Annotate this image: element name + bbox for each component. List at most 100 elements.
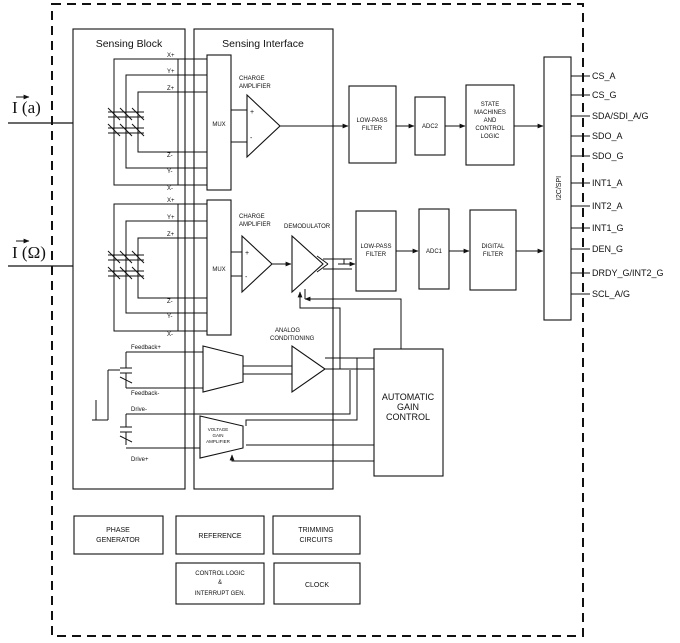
i2c-spi-label: I2C/SPI: [556, 176, 563, 200]
clock-label: CLOCK: [305, 582, 329, 589]
reference: [175, 515, 265, 555]
drive-sensor: Feedback+ Feedback- Drive- Drive+: [92, 345, 180, 463]
feedback-plus: Feedback+: [131, 345, 161, 351]
accel-sensor: X+ Y+ Z+ Z- Y- X-: [107, 53, 207, 192]
accel-lbl-2: Z+: [167, 86, 175, 92]
accel-lbl-0: X+: [167, 53, 175, 59]
chip-boundary: [51, 3, 584, 637]
charge-amp-gyro-label-1: CHARGE: [239, 214, 265, 220]
charge-amp-accel: [246, 93, 281, 159]
df-l2: FILTER: [483, 252, 504, 258]
vga-l2: GAIN: [212, 433, 223, 438]
sensing-block: [72, 28, 186, 490]
pin-5: INT1_A: [592, 178, 623, 188]
analog-cond-l1: ANALOG: [275, 328, 300, 334]
analog-cond-l2: CONDITIONING: [270, 336, 315, 342]
adc1: [418, 208, 450, 290]
mux-gyro-label: MUX: [212, 267, 225, 273]
charge-amp-accel-label-2: AMPLIFIER: [239, 84, 271, 90]
mux-gyro: [206, 199, 232, 336]
pin-9: DRDY_G/INT2_G: [592, 268, 664, 278]
sm-l5: LOGIC: [481, 134, 500, 140]
trimming-l1: TRIMMING: [298, 527, 333, 534]
control-logic: [175, 562, 265, 605]
pin-10: SCL_A/G: [592, 289, 630, 299]
pin-3: SDO_A: [592, 131, 623, 141]
df-l1: DIGITAL: [482, 244, 506, 250]
accel-lbl-3: Z-: [167, 153, 173, 159]
vga-l1: VOLTAGE: [208, 427, 229, 432]
drive-plus: Drive+: [131, 457, 149, 463]
charge-amp-gyro-plus: +: [245, 250, 249, 257]
demodulator-label: DEMODULATOR: [284, 224, 331, 230]
reference-label: REFERENCE: [198, 533, 242, 540]
control-logic-l2: &: [218, 580, 222, 586]
lpf-gyro: [355, 210, 397, 292]
phase-generator: [73, 515, 164, 555]
lpf-accel: [348, 85, 397, 164]
drive-minus: Drive-: [131, 407, 147, 413]
gyro-lbl-5: X-: [167, 332, 173, 338]
sm-l2: MACHINES: [474, 110, 506, 116]
adc2-label: ADC2: [422, 124, 439, 130]
state-machines: [465, 84, 515, 166]
agc-l3: CONTROL: [386, 412, 430, 422]
phase-gen-l1: PHASE: [106, 527, 130, 534]
feedback-minus: Feedback-: [131, 391, 159, 397]
trimming-l2: CIRCUITS: [299, 537, 332, 544]
gyro-lbl-0: X+: [167, 198, 175, 204]
accel-lbl-4: Y-: [167, 169, 172, 175]
pin-4: SDO_G: [592, 151, 624, 161]
sm-l4: CONTROL: [475, 126, 505, 132]
sm-l1: STATE: [481, 102, 499, 108]
gyro-lbl-2: Z+: [167, 232, 175, 238]
mux-accel-label: MUX: [212, 122, 225, 128]
gyro-lbl-4: Y-: [167, 314, 172, 320]
pin-0: CS_A: [592, 71, 616, 81]
accel-lbl-1: Y+: [167, 69, 175, 75]
trimming-circuits: [272, 515, 361, 555]
pin-6: INT2_A: [592, 201, 623, 211]
input-gyro-label: I (Ω): [12, 243, 46, 262]
charge-amp-accel-minus: -: [250, 135, 253, 142]
lpf-accel-l1: LOW-PASS: [356, 118, 387, 124]
sensing-block-title: Sensing Block: [96, 38, 163, 50]
agc: [373, 348, 444, 477]
mux-accel: [206, 54, 232, 191]
control-logic-l3: INTERRUPT GEN.: [195, 591, 246, 597]
lpf-accel-l2: FILTER: [362, 126, 383, 132]
analog-conditioning: [291, 344, 326, 394]
pin-7: INT1_G: [592, 223, 624, 233]
clock: [273, 562, 361, 605]
adc2: [414, 96, 446, 156]
sm-l3: AND: [484, 118, 497, 124]
agc-l1: AUTOMATIC: [382, 392, 435, 402]
demodulator: [291, 234, 324, 294]
pin-1: CS_G: [592, 90, 617, 100]
charge-amp-accel-label-1: CHARGE: [239, 76, 265, 82]
charge-amp-gyro: [241, 234, 273, 294]
phase-gen-l2: GENERATOR: [96, 537, 140, 544]
pin-2: SDA/SDI_A/G: [592, 111, 649, 121]
accel-lbl-5: X-: [167, 186, 173, 192]
charge-amp-accel-plus: +: [250, 109, 254, 116]
vga-l3: AMPLIFIER: [206, 439, 231, 444]
lpf-gyro-l1: LOW-PASS: [360, 244, 391, 250]
adc1-label: ADC1: [426, 249, 443, 255]
voltage-gain-amplifier: [199, 415, 244, 459]
pin-8: DEN_G: [592, 244, 623, 254]
charge-amp-gyro-minus: -: [245, 274, 248, 281]
charge-amp-gyro-label-2: AMPLIFIER: [239, 222, 271, 228]
sensing-interface-title: Sensing Interface: [222, 38, 304, 50]
control-logic-l1: CONTROL LOGIC: [195, 571, 245, 577]
gyro-lbl-3: Z-: [167, 299, 173, 305]
gyro-lbl-1: Y+: [167, 215, 175, 221]
input-accel-label: I (a): [12, 98, 41, 117]
lpf-gyro-l2: FILTER: [366, 252, 387, 258]
pins: CS_A CS_G SDA/SDI_A/G SDO_A SDO_G INT1_A…: [571, 71, 664, 299]
i2c-spi-block: [543, 56, 572, 321]
gyro-sensor: X+ Y+ Z+ Z- Y- X-: [107, 198, 207, 338]
digital-filter: [469, 209, 517, 291]
agc-l2: GAIN: [397, 402, 419, 412]
